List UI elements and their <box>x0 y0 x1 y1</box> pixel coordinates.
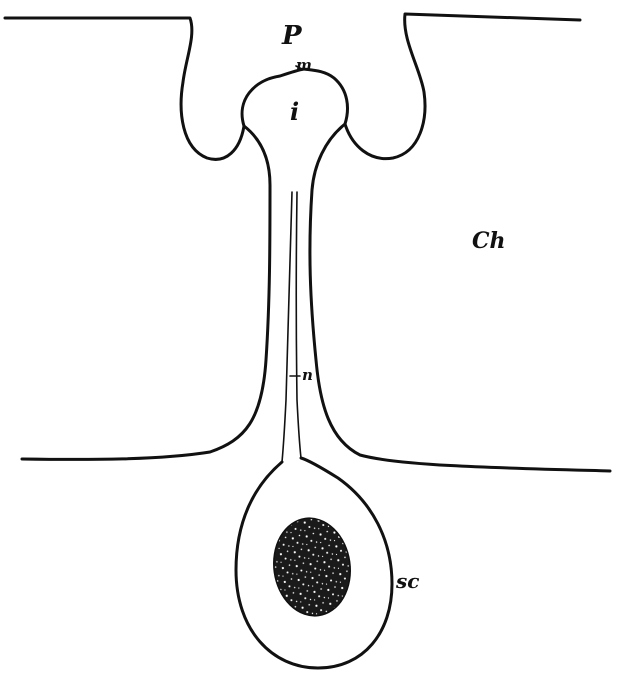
stalk-right-outline <box>308 122 612 473</box>
label-m: m <box>296 56 312 74</box>
canal-left-line <box>281 191 293 463</box>
label-i: i <box>290 97 299 126</box>
label-p: P <box>281 21 303 51</box>
stalk-left-outline <box>20 124 272 461</box>
upper-surface-outline <box>3 12 582 161</box>
label-n: n <box>302 366 313 384</box>
sac-outline <box>234 456 394 670</box>
canal-right-line <box>295 191 302 459</box>
nucleus-mass <box>273 517 351 617</box>
label-ch: Ch <box>472 228 506 254</box>
m-pointer <box>295 65 303 70</box>
label-sc: sc <box>395 569 419 593</box>
